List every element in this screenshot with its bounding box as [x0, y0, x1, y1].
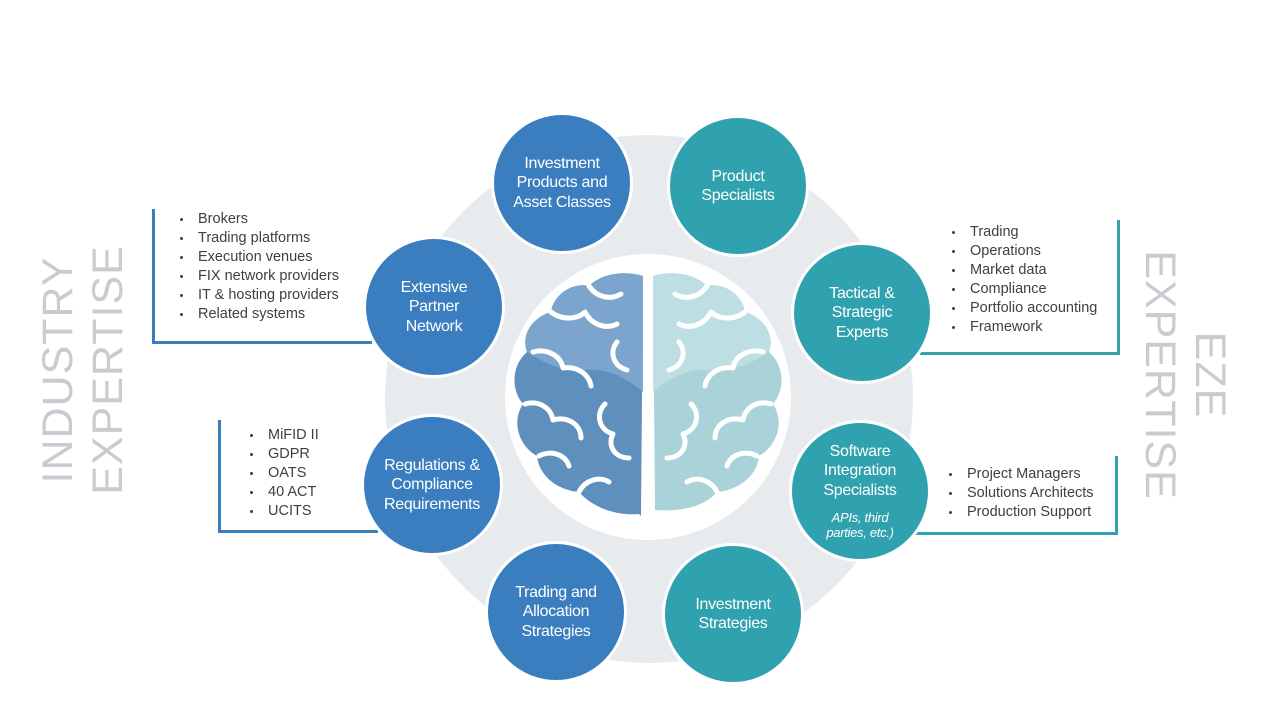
- list-item: OATS: [247, 464, 319, 483]
- node-label: Trading and Allocation Strategies: [515, 583, 597, 640]
- list-item: IT & hosting providers: [177, 286, 339, 305]
- node-investment-products: Investment Products and Asset Classes: [491, 112, 633, 254]
- node-label: Tactical & Strategic Experts: [829, 284, 895, 341]
- list-item: Execution venues: [177, 248, 339, 267]
- list-item: Related systems: [177, 305, 339, 324]
- software-integration-bracket: [915, 456, 1118, 535]
- list-item: Solutions Architects: [946, 484, 1094, 503]
- partner-network-list: Brokers Trading platforms Execution venu…: [177, 210, 339, 324]
- list-item: 40 ACT: [247, 483, 319, 502]
- node-software-integration: Software Integration Specialists APIs, t…: [789, 420, 931, 562]
- list-item: FIX network providers: [177, 267, 339, 286]
- list-item: Operations: [949, 242, 1097, 261]
- list-item: Portfolio accounting: [949, 299, 1097, 318]
- node-label: Software Integration Specialists: [823, 442, 897, 499]
- list-item: GDPR: [247, 445, 319, 464]
- list-item: Trading platforms: [177, 229, 339, 248]
- brain-folds: [522, 283, 774, 495]
- list-item: Brokers: [177, 210, 339, 229]
- industry-expertise-label: INDUSTRY EXPERTISE: [34, 245, 132, 495]
- node-tactical-strategic: Tactical & Strategic Experts: [791, 242, 933, 384]
- node-trading-allocation: Trading and Allocation Strategies: [485, 541, 627, 683]
- node-label: Investment Strategies: [695, 595, 771, 633]
- regulations-bracket: [218, 420, 378, 533]
- list-item: Project Managers: [946, 465, 1094, 484]
- eze-expertise-label: EZE EXPERTISE: [1136, 250, 1234, 500]
- node-label: Product Specialists: [701, 167, 775, 205]
- node-label: Regulations & Compliance Requirements: [383, 456, 480, 513]
- tactical-list: Trading Operations Market data Complianc…: [949, 223, 1097, 337]
- list-item: Framework: [949, 318, 1097, 337]
- list-item: Production Support: [946, 503, 1094, 522]
- node-regulations: Regulations & Compliance Requirements: [361, 414, 503, 556]
- node-partner-network: Extensive Partner Network: [363, 236, 505, 378]
- tactical-bracket: [920, 220, 1120, 355]
- list-item: Market data: [949, 261, 1097, 280]
- node-label: Investment Products and Asset Classes: [513, 154, 611, 211]
- node-label: Extensive Partner Network: [400, 278, 468, 335]
- list-item: Compliance: [949, 280, 1097, 299]
- node-product-specialists: Product Specialists: [667, 115, 809, 257]
- list-item: Trading: [949, 223, 1097, 242]
- node-investment-strategies: Investment Strategies: [662, 543, 804, 685]
- list-item: UCITS: [247, 502, 319, 521]
- brain-icon: [514, 273, 782, 516]
- partner-network-bracket: [152, 209, 372, 344]
- software-integration-list: Project Managers Solutions Architects Pr…: [946, 465, 1094, 522]
- list-item: MiFID II: [247, 426, 319, 445]
- node-note: APIs, third parties, etc.): [826, 510, 894, 541]
- regulations-list: MiFID II GDPR OATS 40 ACT UCITS: [247, 426, 319, 521]
